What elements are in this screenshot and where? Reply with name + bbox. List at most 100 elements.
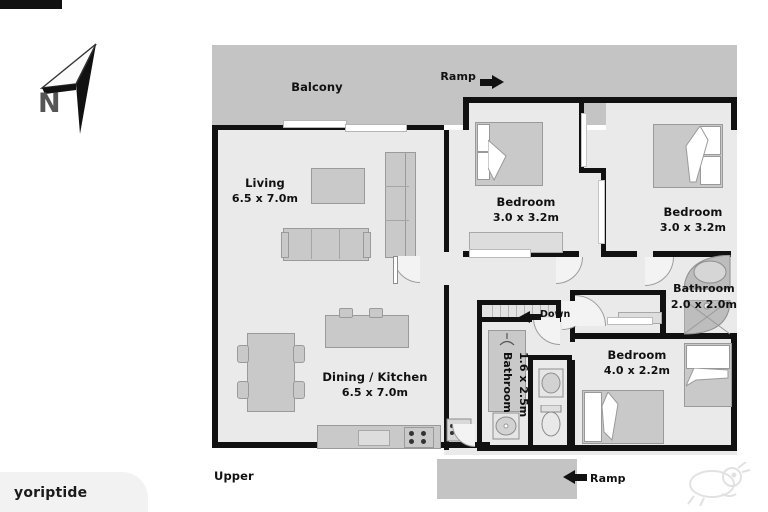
sliding-door-panel-left (283, 120, 347, 128)
cooktop (404, 427, 434, 448)
bed-3-quilt-fold (601, 392, 619, 442)
wall-bedroom2-south-a (601, 251, 637, 257)
shower-head-icon (499, 333, 515, 346)
window-between-bedrooms (581, 113, 587, 167)
watermark-text: yoriptide (14, 485, 88, 501)
wall-stairs-east (556, 300, 561, 322)
sofa (283, 228, 369, 261)
coffee-table (311, 168, 365, 204)
wall-east-lower (731, 333, 737, 451)
ramp-bottom-arrow-icon (563, 469, 587, 488)
wall-bathroom-central-west (477, 300, 482, 450)
toilet-icon (540, 405, 562, 437)
shelf-unit-side (405, 152, 416, 258)
shelf-seam-1 (385, 186, 409, 187)
bedroom-2-dimensions: 3.0 x 3.2m (659, 221, 727, 234)
burner-3 (409, 439, 414, 444)
bedroom-1-label: Bedroom (496, 195, 556, 209)
sliding-door-panel-right (345, 124, 407, 132)
top-left-bar (0, 0, 62, 9)
ramp-slab-bottom (437, 459, 577, 499)
stairs-down-label: Down (540, 309, 571, 320)
stair-tread-1 (492, 305, 493, 317)
ramp-top-arrow-icon (480, 74, 504, 93)
dining-chair-left-1 (237, 345, 249, 363)
wall-bathroom-central-south (477, 445, 572, 451)
wall-wc-north (528, 355, 572, 360)
stair-tread-4 (516, 305, 517, 317)
bathroom-main-label: Bathroom (673, 282, 735, 295)
stairs-down-arrow-icon (519, 308, 541, 327)
level-label: Upper (214, 469, 254, 483)
compass-north-icon (36, 38, 108, 138)
burner-2 (421, 431, 426, 436)
wall-hall-west-lower (444, 300, 449, 450)
bathroom-central-dimensions: 1.6 x 2.5m (516, 352, 530, 418)
bedroom-3-label: Bedroom (607, 348, 667, 362)
stair-tread-2 (500, 305, 501, 317)
ramp-bottom-label: Ramp (590, 472, 626, 485)
wardrobe-doors-bedroom1 (469, 249, 531, 258)
basin-wc-icon (538, 368, 564, 398)
wall-bedroom2-south-b (653, 251, 731, 257)
bed-2-quilt-fold (685, 126, 709, 183)
wall-wc-east (567, 355, 572, 450)
stair-tread-5 (524, 305, 525, 317)
stair-tread-3 (508, 305, 509, 317)
dining-kitchen-label: Dining / Kitchen (322, 370, 428, 384)
sofa-arm-left (281, 232, 289, 258)
bed-3b-quilt-fold (686, 368, 729, 387)
wall-north-bedrooms (463, 97, 737, 103)
basin-central-icon (492, 412, 520, 440)
wall-bedroom3-south (570, 445, 737, 451)
vanity-front-main (607, 317, 653, 325)
living-dimensions: 6.5 x 7.0m (231, 192, 299, 205)
wall-wc-west (528, 355, 533, 450)
pillow-3b (686, 345, 730, 369)
kitchen-island (325, 315, 409, 348)
island-sink-fitting-2 (369, 308, 383, 318)
bed-1-quilt-fold (488, 140, 507, 182)
dining-chair-right-2 (293, 381, 305, 399)
oven (358, 430, 390, 446)
dining-table (247, 333, 295, 412)
wall-bathroom-main-west (660, 290, 666, 338)
wall-bedroom3-north (570, 333, 737, 339)
shelf-seam-2 (385, 220, 409, 221)
bathroom-central-label: Bathroom (500, 352, 514, 413)
wall-west-outer (212, 125, 218, 448)
wall-stairs-south (477, 317, 532, 322)
pillow-3 (584, 392, 602, 442)
compass-label: N (38, 88, 61, 119)
sofa-seam-2 (339, 228, 340, 259)
dining-chair-left-2 (237, 381, 249, 399)
door-leaf-living (393, 256, 398, 284)
pillow-1a (477, 124, 490, 152)
balcony-label: Balcony (291, 80, 343, 94)
bedroom-1-dimensions: 3.0 x 3.2m (492, 211, 560, 224)
dining-chair-right-1 (293, 345, 305, 363)
stair-tread-7 (540, 305, 541, 317)
living-label: Living (245, 176, 285, 190)
corner-shower-icon (684, 300, 731, 335)
pillow-2b (700, 156, 721, 185)
sofa-arm-right (363, 232, 371, 258)
bathroom-main-dimensions: 2.0 x 2.0m (670, 298, 738, 311)
ramp-top-label: Ramp (440, 70, 476, 83)
bedroom-3-dimensions: 4.0 x 2.2m (603, 364, 671, 377)
burner-1 (409, 431, 414, 436)
wall-hall-west-upper (444, 130, 449, 252)
bedroom-2-label: Bedroom (663, 205, 723, 219)
window-bedroom2-west (598, 180, 605, 244)
wall-hall-west-mid (444, 285, 449, 305)
wall-wardrobe-stub (579, 168, 606, 173)
sofa-seam-1 (311, 228, 312, 259)
wall-bathroom-main-north (570, 290, 666, 295)
watermark-logo-icon (684, 461, 751, 507)
wall-stairs-north (477, 300, 561, 305)
dining-kitchen-dimensions: 6.5 x 7.0m (341, 386, 409, 399)
burner-4 (421, 439, 426, 444)
stair-tread-8 (548, 305, 549, 317)
island-sink-fitting-1 (339, 308, 353, 318)
corner-bath-icon (684, 255, 731, 290)
